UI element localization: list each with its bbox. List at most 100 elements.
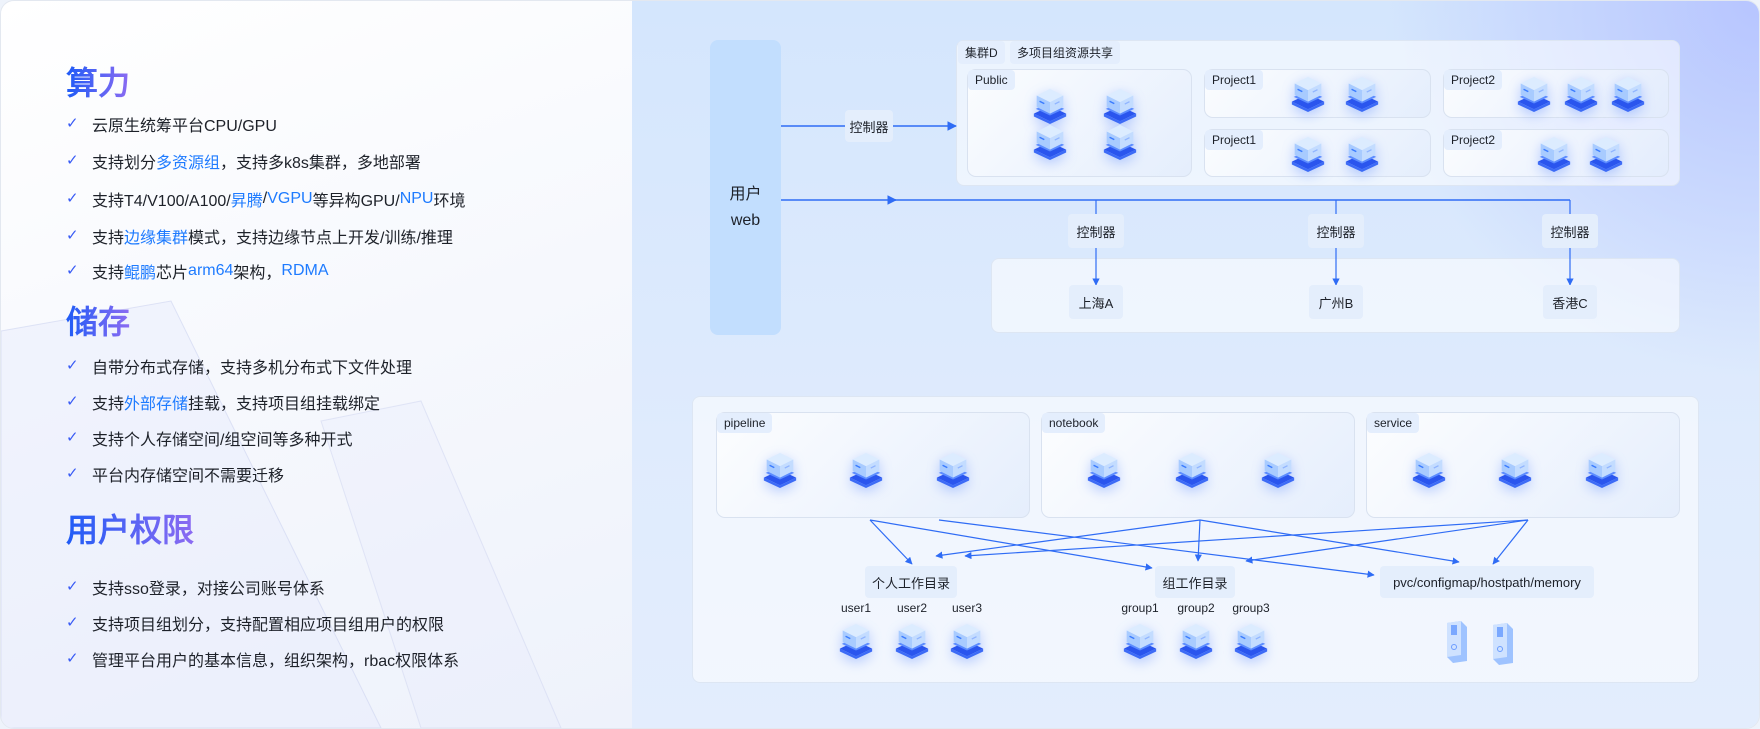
user-web-label: 用户 <box>729 185 762 203</box>
highlight-text: 外部存储 <box>124 396 189 413</box>
controller-node: 控制器 <box>1308 214 1364 248</box>
check-icon: ✓ <box>66 190 79 207</box>
check-icon: ✓ <box>66 614 79 631</box>
item-text: 云原生统筹平台CPU/GPU <box>92 118 277 135</box>
public-label: Public <box>968 70 1015 90</box>
group-label: group1 <box>1121 601 1159 615</box>
check-icon: ✓ <box>66 578 79 595</box>
connector-arrow <box>935 519 1201 559</box>
connector-arrow <box>964 519 1529 560</box>
section-user-permission: 用户权限✓支持sso登录，对接公司账号体系✓支持项目组划分，支持配置相应项目组用… <box>66 510 459 670</box>
server-cube-icon <box>1583 449 1621 491</box>
user-label: user1 <box>840 601 872 615</box>
server-cube-icon <box>893 620 931 662</box>
feature-item: ✓ 管理平台用户的基本信息，组织架构，rbac权限体系 <box>66 648 459 670</box>
group-label: group2 <box>1177 601 1215 615</box>
highlight-text: VGPU <box>267 190 313 207</box>
item-text: 支持项目组划分，支持配置相应项目组用户的权限 <box>92 617 445 634</box>
server-cube-icon <box>1515 73 1553 115</box>
server-cube-icon <box>1085 449 1123 491</box>
item-text: 支持 <box>92 265 125 282</box>
controller-node: 控制器 <box>845 110 893 142</box>
service-label: service <box>1367 413 1420 433</box>
feature-panel: 算力 ✓ 云原生统筹平台CPU/GPU ✓ 支持划分多资源组，支持多k8s集群，多地部署… <box>1 1 632 728</box>
controller-node: 控制器 <box>1542 214 1598 248</box>
server-cube-icon <box>934 449 972 491</box>
item-text: 支持个人存储空间/组空间等多种开式 <box>92 432 353 449</box>
check-icon: ✓ <box>66 429 79 446</box>
notebook-label: notebook <box>1042 413 1106 433</box>
check-icon: ✓ <box>66 262 79 279</box>
server-cube-icon <box>1289 73 1327 115</box>
server-cube-icon <box>1343 133 1381 175</box>
item-text: 平台内存储空间不需要迁移 <box>92 468 285 485</box>
item-text: 等异构GPU/ <box>312 193 400 210</box>
item-text: 管理平台用户的基本信息，组织架构，rbac权限体系 <box>92 653 460 670</box>
connector-arrow <box>869 519 913 565</box>
user-label: user3 <box>951 601 983 615</box>
project1-label: Project1 <box>1205 130 1264 150</box>
server-cube-icon <box>761 449 799 491</box>
cluster-tag: 集群D <box>958 41 1005 64</box>
section-title: 算力 <box>66 65 131 101</box>
item-text: 支持划分 <box>92 155 157 172</box>
server-cube-icon <box>1259 449 1297 491</box>
feature-item: ✓支持边缘集群模式，支持边缘节点上开发/训练/推理 <box>66 225 453 247</box>
feature-item: ✓ 自带分布式存储，支持多机分布式下文件处理 <box>66 355 412 377</box>
check-icon: ✓ <box>66 152 79 169</box>
personal-dir-node: 个人工作目录 <box>865 566 957 598</box>
server-cube-icon <box>1410 449 1448 491</box>
server-cube-icon <box>1289 133 1327 175</box>
highlight-text: NPU <box>399 190 434 207</box>
section-compute: 算力 ✓ 云原生统筹平台CPU/GPU ✓ 支持划分多资源组，支持多k8s集群，多地部署… <box>66 63 465 282</box>
check-icon: ✓ <box>66 227 79 244</box>
highlight-text: RDMA <box>281 262 329 279</box>
section-title: 储存 <box>66 304 131 340</box>
server-cube-icon <box>847 449 885 491</box>
server-cube-icon <box>1173 449 1211 491</box>
server-cube-icon <box>1101 121 1139 163</box>
item-text: 支持 <box>92 230 125 247</box>
item-text: 支持sso登录，对接公司账号体系 <box>92 581 325 598</box>
feature-item: ✓支持外部存储挂载，支持项目组挂载绑定 <box>66 391 380 413</box>
connector-arrow <box>1492 519 1529 565</box>
server-cube-icon <box>948 620 986 662</box>
project1-label: Project1 <box>1205 70 1264 90</box>
decor-shape <box>1 300 562 728</box>
user-web-node: 用户 web <box>710 40 781 335</box>
storage-node: pvc/configmap/hostpath/memory <box>1380 566 1594 598</box>
feature-item: ✓ 支持个人存储空间/组空间等多种开式 <box>66 427 352 449</box>
city-node-3: 香港C <box>1543 285 1597 319</box>
check-icon: ✓ <box>66 393 79 410</box>
user-label: user2 <box>896 601 928 615</box>
server-cube-icon <box>1496 449 1534 491</box>
highlight-text: 多资源组 <box>156 155 221 172</box>
check-icon: ✓ <box>66 115 79 132</box>
feature-item: ✓ 支持sso登录，对接公司账号体系 <box>66 576 325 598</box>
server-cube-icon <box>1232 620 1270 662</box>
cluster-desc: 多项目组资源共享 <box>1010 41 1121 64</box>
item-text: 自带分布式存储，支持多机分布式下文件处理 <box>92 360 413 377</box>
feature-item: ✓ 云原生统筹平台CPU/GPU <box>66 113 277 135</box>
controller-node: 控制器 <box>1068 214 1124 248</box>
item-text: 支持T4/V100/A100/ <box>92 193 231 210</box>
group-label: group3 <box>1232 601 1270 615</box>
check-icon: ✓ <box>66 357 79 374</box>
item-text: ，支持多k8s集群，多地部署 <box>220 155 421 172</box>
project2-label: Project2 <box>1444 130 1503 150</box>
highlight-text: 昇腾 <box>230 193 263 210</box>
user-web-label: web <box>730 211 761 229</box>
item-text: 芯片 <box>156 265 189 282</box>
highlight-text: 边缘集群 <box>124 230 189 247</box>
feature-item: ✓ 支持项目组划分，支持配置相应项目组用户的权限 <box>66 612 444 634</box>
server-cube-icon <box>1609 73 1647 115</box>
check-icon: ✓ <box>66 650 79 667</box>
pipeline-label: pipeline <box>717 413 773 433</box>
item-text: 挂载，支持项目组挂载绑定 <box>188 396 381 413</box>
city-node-1: 上海A <box>1069 285 1123 319</box>
server-cube-icon <box>1562 73 1600 115</box>
